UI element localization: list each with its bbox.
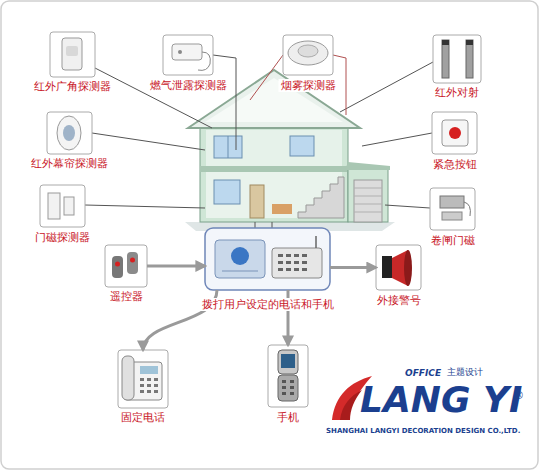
button-box: 紧急按钮 <box>432 112 477 154</box>
signal-arrow <box>330 266 376 269</box>
device-label: 门磁探测器 <box>33 231 92 244</box>
siren-box: 外接警号 <box>376 245 421 290</box>
logo-office: OFFICE <box>405 368 441 379</box>
device-label: 红外对射 <box>433 86 481 99</box>
detector-box: 红外幕帘探测器 <box>47 112 92 154</box>
leader-lines <box>85 55 433 228</box>
device-label: 固定电话 <box>119 411 167 424</box>
mobile-box: 手机 <box>268 345 308 407</box>
logo-wordmark: LANG YI <box>360 378 522 421</box>
telephone-box: 固定电话 <box>118 350 168 408</box>
detector-box: 红外广角探测器 <box>50 32 95 77</box>
detector-box: 门磁探测器 <box>40 185 85 227</box>
detector-box: 红外对射 <box>433 35 481 83</box>
device-label: 手机 <box>275 411 301 424</box>
alarm-host: 拨打用户设定的电话和手机 <box>205 228 330 290</box>
device-label: 拨打用户设定的电话和手机 <box>200 298 336 311</box>
detector-box: 烟雾探测器 <box>283 35 333 75</box>
device-label: 卷闸门磁 <box>429 234 477 247</box>
device-label: 燃气泄露探测器 <box>148 79 229 92</box>
company-name: SHANGHAI LANGYI DECORATION DESIGN CO.,LT… <box>326 427 520 435</box>
device-label: 红外广角探测器 <box>32 80 113 93</box>
device-label: 红外幕帘探测器 <box>29 157 110 170</box>
detector-box: 燃气泄露探测器 <box>163 35 213 75</box>
device-label: 遥控器 <box>108 290 145 303</box>
signal-arrow <box>147 265 205 268</box>
registered-mark: ® <box>514 390 524 402</box>
device-label: 外接警号 <box>375 294 423 307</box>
device-label: 烟雾探测器 <box>279 79 338 92</box>
remote-box: 遥控器 <box>105 245 147 287</box>
house-illustration <box>185 70 395 231</box>
device-label: 紧急按钮 <box>431 158 479 171</box>
detector-box: 卷闸门磁 <box>430 188 475 230</box>
logo-subtitle: 主题设计 <box>447 367 483 378</box>
